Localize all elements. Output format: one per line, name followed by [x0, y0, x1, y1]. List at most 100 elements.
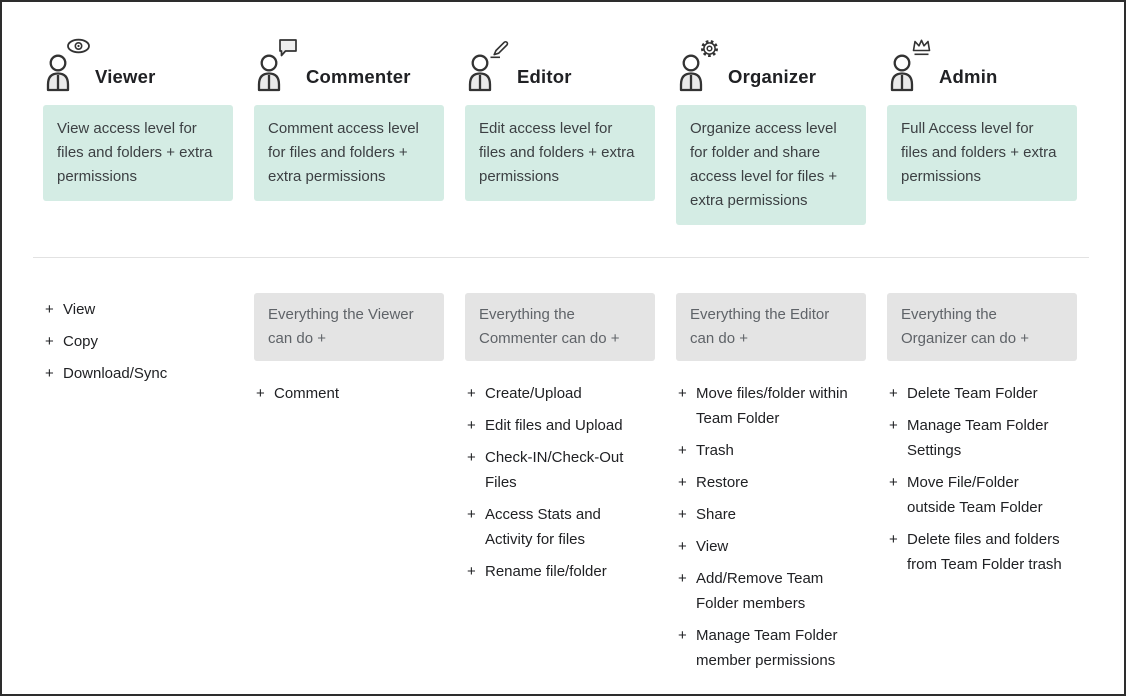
- permission-label: Access Stats and Activity for files: [485, 506, 601, 548]
- person-icon: [46, 54, 70, 92]
- role-header-editor: Editor: [467, 36, 655, 94]
- permission-item: + Add/Remove Team Folder members: [678, 566, 866, 616]
- role-header-organizer: Organizer: [678, 36, 866, 94]
- permission-item: + Create/Upload: [467, 381, 655, 406]
- permission-item: + Copy: [45, 329, 233, 354]
- pencil-icon: [490, 41, 509, 59]
- permission-label: Download/Sync: [63, 365, 168, 382]
- permission-list: +View + Copy + Download/Sync: [43, 293, 233, 386]
- inherits-box-organizer: Everything the Editor can do +: [676, 293, 866, 361]
- permission-item: + Comment: [256, 381, 444, 406]
- role-description-commenter: Comment access level for files and folde…: [254, 105, 444, 201]
- permission-list: + Create/Upload + Edit files and Upload + Che…: [465, 377, 655, 584]
- plus-icon: +: [678, 385, 687, 402]
- admin-person-icon: [889, 38, 935, 94]
- permission-item: + Move File/Folder outside Team Folder: [889, 470, 1077, 520]
- role-description-editor: Edit access level for files and folders …: [465, 105, 655, 201]
- permission-item: + Download/Sync: [45, 361, 233, 386]
- plus-icon: +: [889, 531, 898, 548]
- permissions-organizer: Everything the Editor can do + + Move fil…: [676, 293, 866, 680]
- plus-icon: +: [678, 474, 687, 491]
- permission-item: + Edit files and Upload: [467, 413, 655, 438]
- plus-icon: +: [678, 627, 687, 644]
- viewer-person-icon: [45, 38, 91, 94]
- role-title: Commenter: [306, 66, 411, 87]
- person-icon: [890, 54, 914, 92]
- permission-label: Edit files and Upload: [485, 417, 623, 434]
- speech-bubble-icon: [279, 39, 297, 57]
- permission-label: Copy: [63, 333, 99, 350]
- role-header-admin: Admin: [889, 36, 1077, 94]
- permission-label: Comment: [274, 385, 340, 402]
- permission-item: +View: [45, 297, 233, 322]
- permission-item: +Rename file/folder: [467, 559, 655, 584]
- permissions-editor: Everything the Commenter can do + + Creat…: [465, 293, 655, 591]
- role-title: Editor: [517, 66, 572, 87]
- permissions-admin: Everything the Organizer can do + + Delet…: [887, 293, 1077, 584]
- permission-label: Move File/Folder outside Team Folder: [907, 474, 1043, 516]
- permission-item: + Delete Team Folder: [889, 381, 1077, 406]
- plus-icon: +: [45, 333, 54, 350]
- permission-label: Manage Team Folder member permissions: [696, 627, 838, 669]
- permission-list: + Move files/folder within Team Folder + Tr…: [676, 377, 866, 673]
- permission-item: + Restore: [678, 470, 866, 495]
- inherits-box-editor: Everything the Commenter can do +: [465, 293, 655, 361]
- plus-icon: +: [467, 449, 476, 466]
- role-header-commenter: Commenter: [256, 36, 444, 94]
- section-divider: [33, 257, 1089, 258]
- permission-label: Check-IN/Check-Out Files: [485, 449, 624, 491]
- permission-label: Share: [696, 506, 737, 523]
- role-title: Admin: [939, 66, 998, 87]
- role-header-viewer: Viewer: [45, 36, 233, 94]
- permission-list: + Delete Team Folder + Manage Team Folder S…: [887, 377, 1077, 577]
- role-description-viewer: View access level for files and folders …: [43, 105, 233, 201]
- permission-label: Add/Remove Team Folder members: [696, 570, 824, 612]
- permission-list: + Comment: [254, 377, 444, 406]
- permissions-commenter: Everything the Viewer can do + + Comment: [254, 293, 444, 413]
- plus-icon: +: [45, 365, 54, 382]
- permission-item: + Check-IN/Check-Out Files: [467, 445, 655, 495]
- plus-icon: +: [678, 570, 687, 587]
- permission-label: Delete files and folders from Team Folde…: [907, 531, 1062, 573]
- permission-item: + View: [678, 534, 866, 559]
- commenter-person-icon: [256, 38, 302, 94]
- plus-icon: +: [678, 442, 687, 459]
- person-icon: [257, 54, 281, 92]
- permission-label: Rename file/folder: [485, 563, 607, 580]
- permission-label: Delete Team Folder: [907, 385, 1038, 402]
- permission-label: Restore: [696, 474, 749, 491]
- inherits-box-commenter: Everything the Viewer can do +: [254, 293, 444, 361]
- role-title: Viewer: [95, 66, 156, 87]
- plus-icon: +: [467, 385, 476, 402]
- plus-icon: +: [256, 385, 265, 402]
- plus-icon: +: [889, 474, 898, 491]
- plus-icon: +: [467, 506, 476, 523]
- permission-item: + Access Stats and Activity for files: [467, 502, 655, 552]
- permission-label: View: [63, 301, 96, 318]
- editor-person-icon: [467, 38, 513, 94]
- permission-item: + Move files/folder within Team Folder: [678, 381, 866, 431]
- permissions-viewer: +View + Copy + Download/Sync: [43, 293, 233, 393]
- organizer-person-icon: [678, 38, 724, 94]
- permission-item: + Delete files and folders from Team Fold…: [889, 527, 1077, 577]
- plus-icon: +: [678, 506, 687, 523]
- plus-icon: +: [467, 417, 476, 434]
- plus-icon: +: [678, 538, 687, 555]
- permission-label: Create/Upload: [485, 385, 582, 402]
- role-title: Organizer: [728, 66, 817, 87]
- permission-item: + Share: [678, 502, 866, 527]
- inherits-box-admin: Everything the Organizer can do +: [887, 293, 1077, 361]
- permission-label: Move files/folder within Team Folder: [696, 385, 848, 427]
- plus-icon: +: [889, 417, 898, 434]
- permission-label: View: [696, 538, 729, 555]
- permission-label: Trash: [696, 442, 734, 459]
- gear-icon: [701, 40, 718, 57]
- permission-item: + Manage Team Folder Settings: [889, 413, 1077, 463]
- plus-icon: +: [889, 385, 898, 402]
- permission-label: Manage Team Folder Settings: [907, 417, 1049, 459]
- roles-grid: Viewer Commenter Editor: [33, 36, 1124, 680]
- role-description-organizer: Organize access level for folder and sha…: [676, 105, 866, 225]
- eye-icon: [67, 38, 90, 54]
- permission-item: + Trash: [678, 438, 866, 463]
